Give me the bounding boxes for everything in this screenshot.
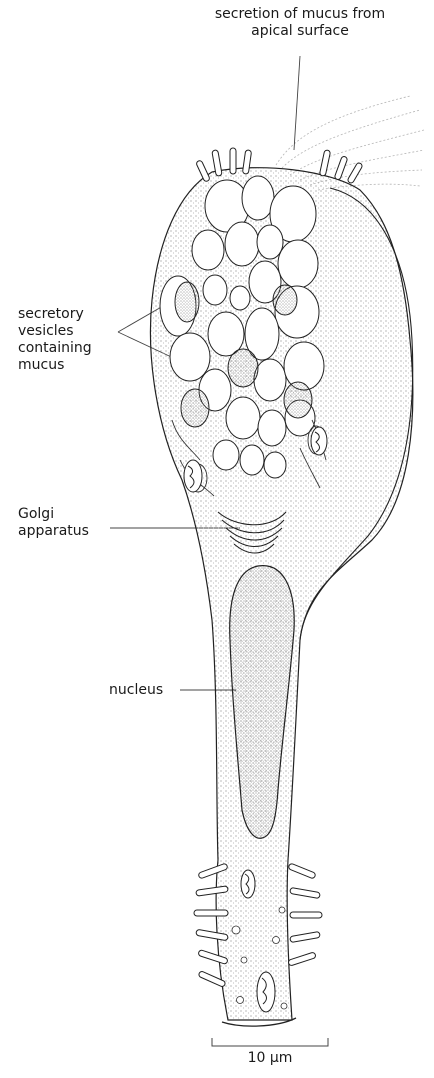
- scale-bar: [212, 1038, 328, 1046]
- secretion-leader: [294, 56, 300, 150]
